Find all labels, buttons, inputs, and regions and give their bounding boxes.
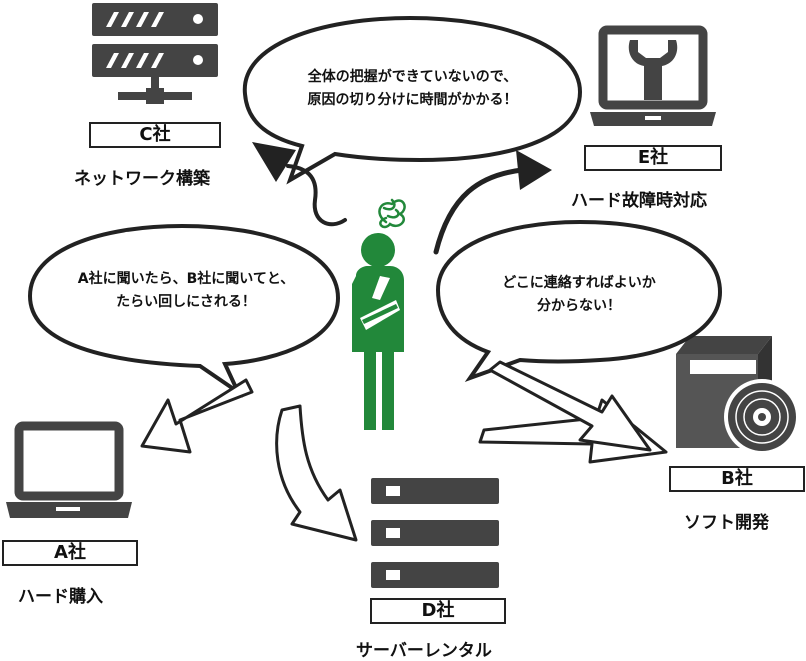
arrow-to-c xyxy=(252,142,347,227)
worried-person-figure xyxy=(352,198,406,430)
arrow-to-d xyxy=(275,404,358,542)
server-rack-icon xyxy=(92,3,218,104)
bubble-right-line2: 分からない！ xyxy=(537,298,621,314)
bubble-top-shape xyxy=(242,15,583,185)
arrow-to-b xyxy=(478,360,668,464)
server-blades-icon xyxy=(371,478,499,588)
bubble-left-line1: A社に聞いたら、B社に聞いてと、 xyxy=(77,271,295,287)
bubble-left-shape xyxy=(27,223,341,398)
bubble-right-text: どこに連絡すればよいか 分からない！ xyxy=(448,272,710,318)
company-d-label: D社 xyxy=(370,598,506,624)
laptop-wrench-icon xyxy=(590,25,716,126)
company-c-caption: ネットワーク構築 xyxy=(74,169,210,189)
arrow-to-a xyxy=(140,378,254,454)
bubble-left-line2: たらい回しにされる！ xyxy=(116,294,256,310)
arrow-to-e xyxy=(433,150,552,255)
bubble-left-text: A社に聞いたら、B社に聞いてと、 たらい回しにされる！ xyxy=(40,268,332,314)
bubble-top-text: 全体の把握ができていないので、 原因の切り分けに時間がかかる！ xyxy=(255,66,570,112)
laptop-icon xyxy=(6,421,132,518)
company-b-label: B社 xyxy=(669,466,805,492)
company-c-label: C社 xyxy=(89,122,221,148)
company-b-caption: ソフト開発 xyxy=(684,513,769,533)
bubble-top-line1: 全体の把握ができていないので、 xyxy=(307,69,518,85)
company-a-caption: ハード購入 xyxy=(18,587,103,607)
software-disc-icon xyxy=(676,336,800,455)
bubble-top-line2: 原因の切り分けに時間がかかる！ xyxy=(307,92,518,108)
bubble-right-shape xyxy=(435,219,723,382)
company-e-caption: ハード故障時対応 xyxy=(571,191,707,211)
company-e-label: E社 xyxy=(584,145,722,171)
company-d-caption: サーバーレンタル xyxy=(356,641,492,661)
confusion-scribble-icon xyxy=(378,198,406,229)
bubble-right-line1: どこに連絡すればよいか xyxy=(502,275,656,291)
company-a-label: A社 xyxy=(2,540,138,566)
